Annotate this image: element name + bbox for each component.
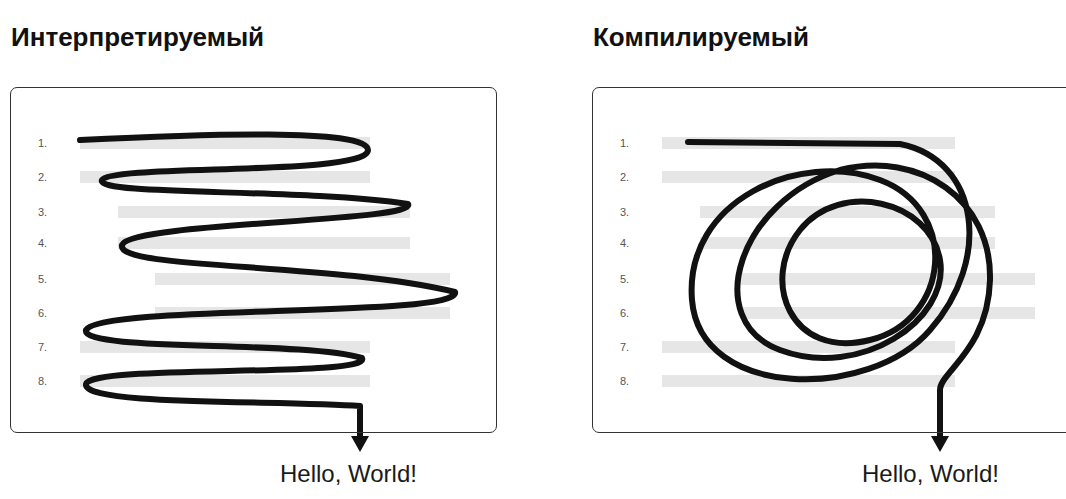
line-number: 3. [620,206,629,218]
line-number: 3. [38,206,47,218]
panel-heading: Компилируемый [593,22,809,53]
code-bars [80,137,1035,387]
line-number: 1. [38,137,47,149]
program-output: Hello, World! [280,460,417,488]
line-number: 5. [38,273,47,285]
line-number: 5. [620,273,629,285]
arrow-head [351,436,369,452]
line-number: 4. [38,237,47,249]
line-number: 4. [620,237,629,249]
line-number: 6. [620,307,629,319]
arrow-head [931,436,949,452]
line-number: 2. [620,171,629,183]
line-number: 7. [620,341,629,353]
line-number: 8. [38,375,47,387]
line-number: 2. [38,171,47,183]
line-number: 1. [620,137,629,149]
code-panel: Компилируемый [592,87,1066,433]
line-number: 8. [620,375,629,387]
line-number: 6. [38,307,47,319]
panel-heading: Интерпретируемый [11,22,264,53]
linear-scribble [80,134,455,438]
line-number: 7. [38,341,47,353]
tangled-scribble [688,142,990,438]
program-output: Hello, World! [862,460,999,488]
code-panel: Интерпретируемый [10,87,497,433]
